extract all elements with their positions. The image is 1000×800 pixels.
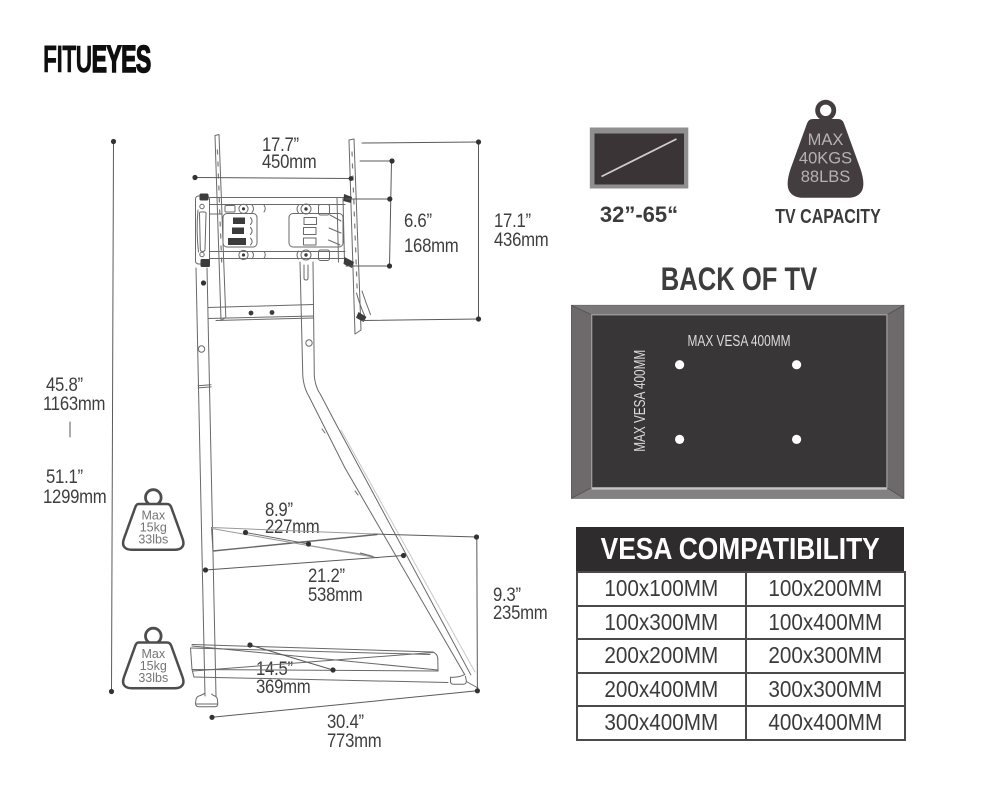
svg-text:15kg: 15kg [140,521,167,535]
svg-text:88LBS: 88LBS [801,168,851,186]
svg-text:MAX VESA 400MM: MAX VESA 400MM [632,350,649,452]
svg-text:MAX: MAX [808,131,844,149]
svg-text:Max: Max [141,509,165,523]
svg-text:33lbs: 33lbs [138,671,168,685]
svg-text:Max: Max [141,647,165,661]
svg-text:40KGS: 40KGS [799,150,852,168]
svg-text:15kg: 15kg [140,659,167,673]
svg-text:MAX VESA 400MM: MAX VESA 400MM [688,333,791,350]
svg-text:33lbs: 33lbs [138,533,168,547]
